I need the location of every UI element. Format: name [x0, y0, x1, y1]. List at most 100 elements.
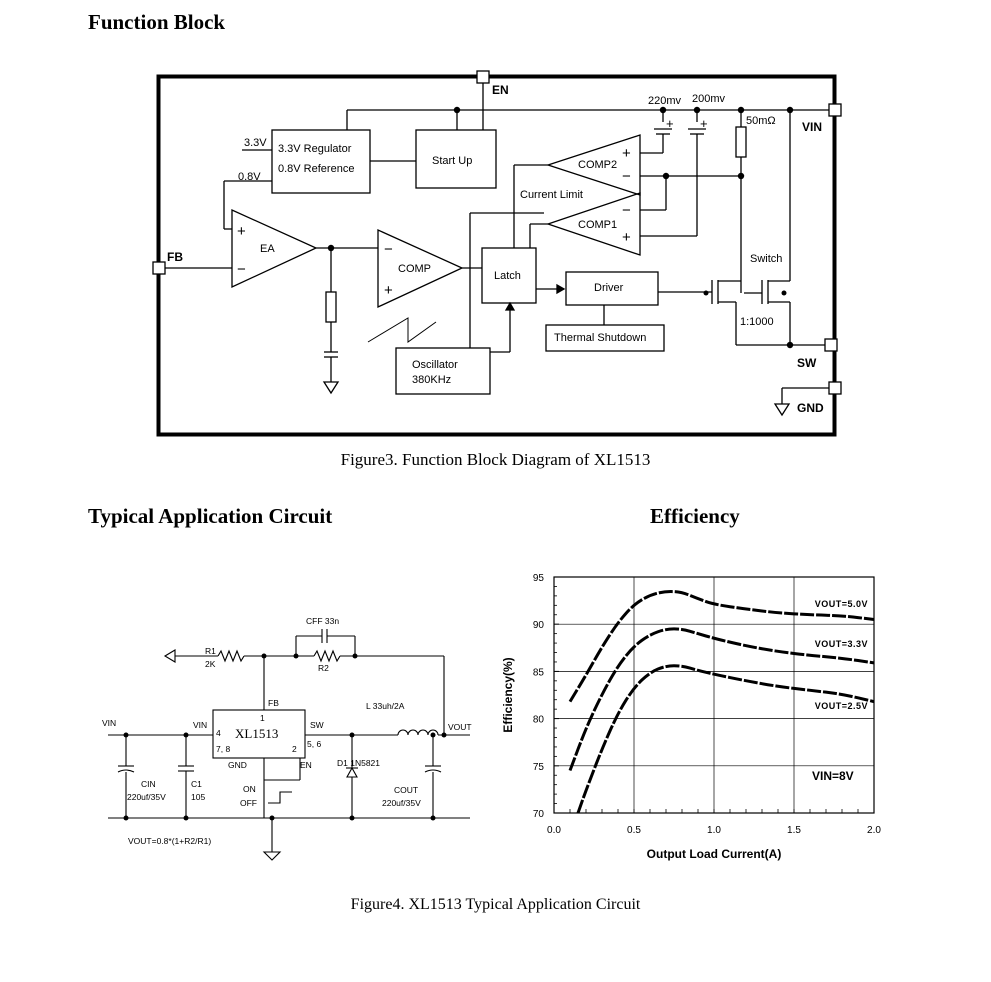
- regulator-line2: 0.8V Reference: [278, 163, 354, 175]
- cff-label: CFF 33n: [306, 616, 339, 626]
- off-label: OFF: [240, 798, 257, 808]
- svg-text:+: +: [700, 116, 708, 131]
- chart-y-tick-label: 70: [533, 809, 545, 820]
- chart-x-label: Output Load Current(A): [647, 847, 782, 861]
- svg-text:−: −: [237, 261, 246, 278]
- regulator-33v: 3.3V: [244, 137, 267, 149]
- vin-pin-label: VIN: [193, 720, 207, 730]
- svg-text:−: −: [384, 241, 393, 258]
- pin-en: [476, 70, 490, 84]
- function-block-diagram: +− −+ +− −+ ++ EN VIN FB SW GND 3.3V Reg…: [152, 70, 842, 437]
- comp-label: COMP: [398, 263, 431, 275]
- regulator-08v: 0.8V: [238, 171, 261, 183]
- latch-block: [481, 247, 537, 304]
- chart-y-tick-label: 80: [533, 715, 545, 726]
- ref-220mv: 220mv: [648, 95, 682, 107]
- oscillator-line2: 380KHz: [412, 374, 451, 386]
- ic-boundary: [156, 74, 837, 437]
- svg-text:+: +: [384, 282, 393, 299]
- vin-input-label: VIN: [102, 718, 116, 728]
- chart-x-tick-label: 1.5: [787, 825, 801, 836]
- gnd-pin-label: GND: [228, 760, 247, 770]
- chart-series-label: VOUT=3.3V: [815, 639, 868, 649]
- sw-pin-label: SW: [310, 720, 324, 730]
- en-pin-label: EN: [300, 760, 312, 770]
- current-limit-comparator-2: [545, 134, 641, 196]
- pin-gnd-label: GND: [797, 401, 824, 415]
- figure3-caption: Figure3. Function Block Diagram of XL151…: [340, 450, 651, 469]
- thermal-shutdown-block: [545, 324, 665, 352]
- driver-block: [565, 271, 659, 306]
- svg-text:−: −: [622, 168, 631, 185]
- diode-label: D1 1N5821: [337, 758, 380, 768]
- chart-y-tick-label: 95: [533, 573, 545, 584]
- thermal-label: Thermal Shutdown: [554, 332, 646, 344]
- pwm-comparator: [377, 228, 464, 309]
- r2-label: R2: [318, 663, 329, 673]
- startup-block: [415, 129, 497, 189]
- pin2-label: 2: [292, 744, 297, 754]
- chart-series-line: [576, 664, 875, 814]
- oscillator-block: [395, 347, 491, 395]
- fb-pin-label: FB: [268, 698, 279, 708]
- chart-y-tick-label: 85: [533, 667, 545, 678]
- r1-value: 2K: [205, 659, 216, 669]
- chart-y-label: Efficiency(%): [501, 657, 515, 732]
- ea-label: EA: [260, 243, 275, 255]
- chart-series-line: [568, 590, 875, 703]
- cin-label: CIN: [141, 779, 156, 789]
- comp1-label: COMP1: [578, 219, 617, 231]
- ref-200mv: 200mv: [692, 93, 726, 105]
- r1-label: R1: [205, 646, 216, 656]
- inductor-label: L 33uh/2A: [366, 701, 405, 711]
- cin-value: 220uf/35V: [127, 792, 166, 802]
- ic-name: XL1513: [235, 726, 278, 741]
- vout-label: VOUT: [448, 722, 472, 732]
- chart-x-tick-label: 1.0: [707, 825, 721, 836]
- chart-y-tick-label: 75: [533, 762, 545, 773]
- pin1-label: 1: [260, 713, 265, 723]
- oscillator-line1: Oscillator: [412, 359, 458, 371]
- chart-vin-annotation: VIN=8V: [812, 769, 854, 783]
- pin-vin-label: VIN: [802, 120, 822, 134]
- current-limit-label: Current Limit: [520, 189, 583, 201]
- heading-function-block: Function Block: [88, 10, 226, 34]
- pin-vin: [828, 103, 842, 117]
- svg-text:+: +: [622, 145, 631, 162]
- pin-sw-label: SW: [797, 356, 817, 370]
- chart-x-tick-label: 0.0: [547, 825, 561, 836]
- pin4-label: 4: [216, 728, 221, 738]
- regulator-line1: 3.3V Regulator: [278, 143, 352, 155]
- pin-fb-label: FB: [167, 250, 183, 264]
- sense-resistor-label: 50mΩ: [746, 115, 776, 127]
- chart-x-tick-label: 2.0: [867, 825, 881, 836]
- cout-label: COUT: [394, 785, 418, 795]
- pin56-label: 5, 6: [307, 739, 321, 749]
- svg-text:+: +: [237, 223, 246, 240]
- pin-en-label: EN: [492, 83, 509, 97]
- driver-label: Driver: [594, 282, 624, 294]
- on-label: ON: [243, 784, 256, 794]
- latch-label: Latch: [494, 270, 521, 282]
- comp2-label: COMP2: [578, 159, 617, 171]
- chart-x-tick-label: 0.5: [627, 825, 641, 836]
- cout-value: 220uf/35V: [382, 798, 421, 808]
- c1-value: 105: [191, 792, 205, 802]
- heading-typical-application: Typical Application Circuit: [88, 504, 333, 528]
- ratio-label: 1:1000: [740, 316, 774, 328]
- heading-efficiency: Efficiency: [650, 504, 740, 528]
- current-limit-comparator-1: [545, 192, 641, 256]
- chart-series-label: VOUT=2.5V: [815, 701, 868, 711]
- pin78-label: 7, 8: [216, 744, 230, 754]
- chart-series-line: [568, 627, 875, 772]
- figure4-caption: Figure4. XL1513 Typical Application Circ…: [350, 896, 641, 913]
- application-circuit: R1 2K R2 CFF 33n FB 1 VIN 4 7, 8 SW 5, 6…: [102, 616, 472, 861]
- chart-series-label: VOUT=5.0V: [815, 599, 868, 609]
- svg-text:−: −: [622, 202, 631, 219]
- vout-formula: VOUT=0.8*(1+R2/R1): [128, 836, 211, 846]
- pin-sw: [824, 338, 838, 352]
- svg-text:+: +: [666, 116, 674, 131]
- c1-label: C1: [191, 779, 202, 789]
- ea-amplifier: [231, 208, 318, 289]
